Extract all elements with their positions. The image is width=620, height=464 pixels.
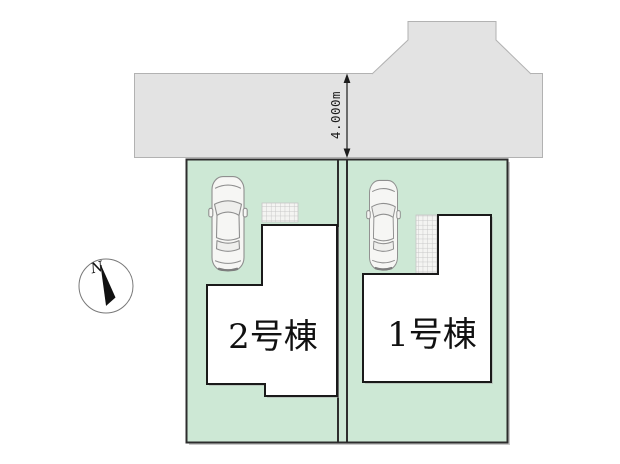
car-icon-lot1 [365,179,402,271]
road-group [134,21,543,158]
building-1-footprint [362,214,492,383]
compass-north-label: N [88,259,105,278]
building-1-label: 1号棟 [387,315,477,355]
compass: N [78,258,134,314]
north-needle-edge [100,264,107,306]
building-2-label: 2号棟 [228,317,318,357]
road-area [134,73,543,158]
north-needle-icon [101,265,116,306]
dimension-label: 4.000m [328,91,343,139]
tile-approach-lot1 [415,214,438,274]
building-2-footprint [206,224,338,397]
car-icon-lot2 [207,175,249,272]
building-1-group: 1号棟 [362,214,493,384]
road-branch-shape [371,21,532,75]
dimension-arrow-down-icon [343,148,351,158]
road-dimension-group: 4.000m [328,73,351,158]
tile-approach-lot2 [261,202,299,223]
dimension-arrow-up-icon [343,73,351,83]
building-2-group: 2号棟 [206,224,339,398]
